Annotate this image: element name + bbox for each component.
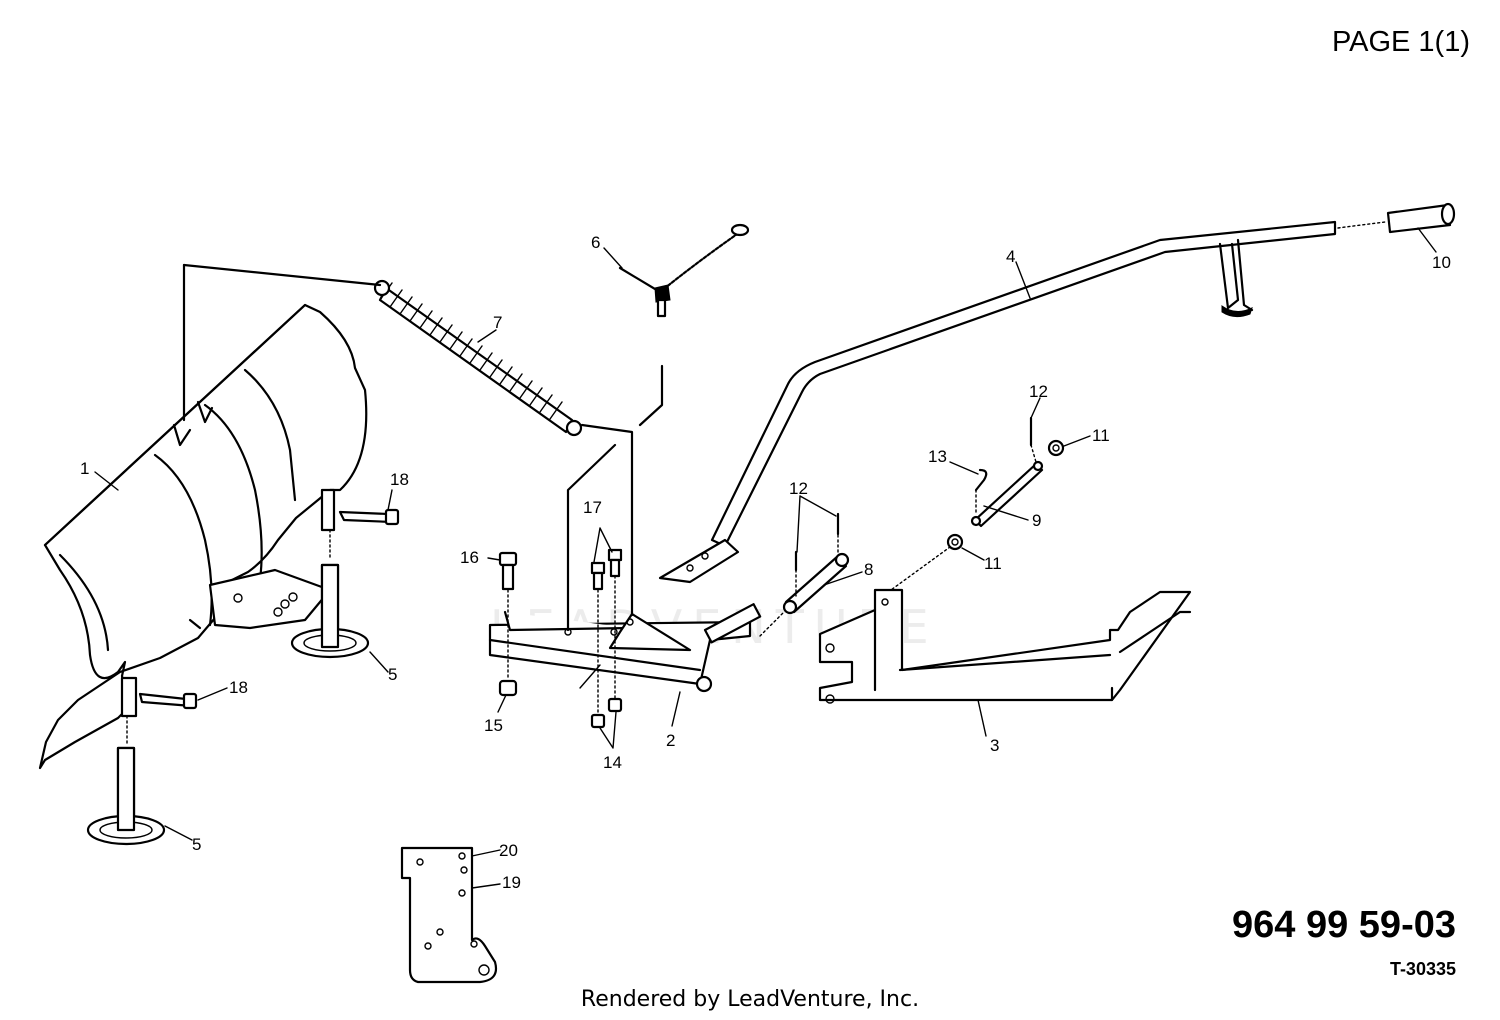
- diagram-reference: T-30335: [1389, 959, 1456, 979]
- callout-18a: 18: [390, 470, 409, 489]
- callout-14: 14: [603, 753, 622, 772]
- callout-12b: 12: [789, 479, 808, 498]
- blade-part: [38, 303, 368, 770]
- mounting-frame-part: [818, 588, 1192, 704]
- page-label: PAGE 1(1): [1331, 26, 1470, 58]
- callout-17: 17: [583, 498, 602, 517]
- bolt-part-18: [138, 508, 400, 710]
- spring-part: [373, 279, 583, 437]
- callout-5a: 5: [388, 665, 397, 684]
- callout-2: 2: [666, 731, 675, 750]
- callout-12a: 12: [1029, 382, 1048, 401]
- callout-8: 8: [864, 560, 873, 579]
- callout-13: 13: [928, 447, 947, 466]
- adjuster-rod-part: [879, 416, 1065, 599]
- leader-lines: [94, 227, 1437, 889]
- callout-10: 10: [1432, 253, 1451, 272]
- callout-1: 1: [80, 459, 89, 478]
- diagram-part-number: 964 99 59-03: [1232, 904, 1456, 946]
- lift-handle-part: [658, 220, 1386, 584]
- grip-part: [1386, 202, 1456, 234]
- chain-part: [618, 223, 750, 318]
- callout-16: 16: [460, 548, 479, 567]
- bracket-part: [400, 846, 498, 984]
- push-frame-part: [488, 364, 762, 693]
- callout-3: 3: [990, 736, 999, 755]
- callout-4: 4: [1006, 247, 1015, 266]
- callout-11b: 11: [984, 554, 1002, 573]
- link-rod-part: [759, 512, 850, 637]
- hardware-bolts: [498, 548, 623, 729]
- callout-9: 9: [1032, 511, 1041, 530]
- callout-19: 19: [502, 873, 521, 892]
- callout-7: 7: [493, 313, 502, 332]
- callout-labels: 1 2 3 4 5 5 6 7 8 9 10 11 11 12 12 13 14…: [80, 233, 1451, 892]
- callout-5b: 5: [192, 835, 201, 854]
- callout-18b: 18: [229, 678, 248, 697]
- shoe-post-part: [86, 488, 370, 846]
- callout-15: 15: [484, 716, 503, 735]
- callout-11a: 11: [1092, 426, 1110, 445]
- render-credit: Rendered by LeadVenture, Inc.: [580, 987, 920, 1012]
- callout-6: 6: [591, 233, 600, 252]
- callout-20: 20: [499, 841, 518, 860]
